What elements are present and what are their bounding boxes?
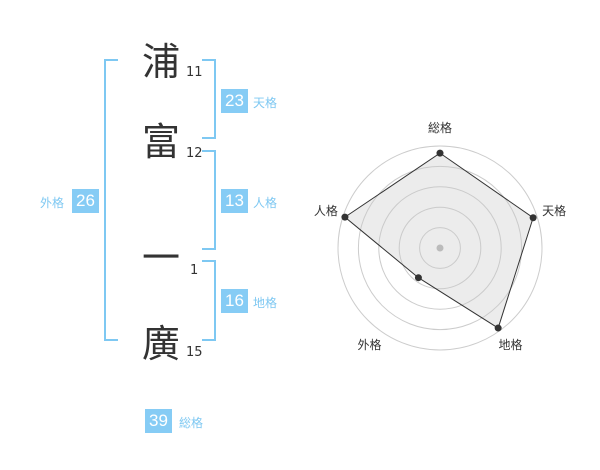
soukaku-value: 39: [145, 409, 172, 433]
name-char-4: 廣: [141, 322, 180, 366]
radar-axis-label-5: 人格: [314, 203, 338, 218]
chikaku-value: 16: [221, 289, 248, 313]
radar-ring-1: [419, 227, 461, 269]
tenkaku-bracket: [202, 59, 216, 139]
radar-ring-2: [398, 206, 482, 290]
stroke-count-2: 12: [186, 146, 203, 161]
radar-point-1: [436, 149, 444, 157]
gaikaku-label: 外格: [40, 196, 65, 210]
radar-point-2: [529, 214, 537, 222]
jinkaku-bracket: [202, 150, 216, 250]
gaikaku-value: 26: [72, 189, 99, 213]
jinkaku-label: 人格: [253, 196, 278, 210]
radar-axis-label-3: 地格: [499, 337, 523, 352]
radar-axis-label-2: 天格: [542, 203, 566, 218]
radar-axis-label-4: 外格: [357, 337, 381, 352]
name-char-2: 富: [141, 120, 180, 164]
stroke-count-4: 15: [186, 345, 203, 360]
radar-axis-label-1: 総格: [428, 120, 452, 135]
chikaku-bracket: [202, 260, 216, 341]
stroke-count-3: 1: [190, 263, 199, 278]
soukaku-label: 総格: [179, 416, 204, 430]
radar-point-5: [341, 213, 349, 221]
radar-point-4: [414, 274, 422, 282]
name-char-3: 一: [141, 236, 180, 280]
tenkaku-value: 23: [221, 89, 248, 113]
radar-ring-4: [357, 165, 523, 331]
radar-data-area: [344, 152, 534, 329]
radar-center-point: [436, 244, 444, 252]
chikaku-label: 地格: [253, 296, 278, 310]
radar-ring-3: [378, 186, 502, 310]
jinkaku-value: 13: [221, 189, 248, 213]
radar-ring-5: [337, 145, 543, 351]
name-char-1: 浦: [141, 40, 180, 84]
gaikaku-bracket: [104, 59, 118, 341]
stroke-count-1: 11: [186, 65, 203, 80]
radar-point-3: [494, 324, 502, 332]
tenkaku-label: 天格: [253, 96, 278, 110]
